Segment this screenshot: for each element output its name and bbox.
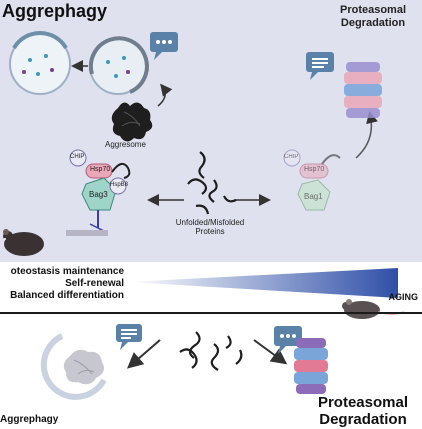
- unfolded-line2: Proteins: [195, 227, 225, 236]
- aging-gradient-wedge: [128, 268, 398, 298]
- unfolded-line1: Unfolded/Misfolded: [175, 218, 245, 227]
- speech-bubble-icon: [150, 32, 178, 60]
- arrow-to-phagophore: [157, 83, 173, 107]
- bottom-arrow-right: [253, 339, 288, 365]
- proteostasis-label: oteostasis maintenance: [10, 266, 124, 277]
- bottom-proteasomal-line: Proteasomal: [317, 394, 409, 411]
- speech-bubble-icon: [306, 52, 334, 80]
- bottom-proteasome-icon: [294, 338, 328, 394]
- proteasomal-degradation-title: Proteasomal Degradation: [330, 4, 416, 30]
- speech-bubble-icon: [116, 324, 142, 350]
- mouse-old-icon: [342, 299, 405, 319]
- chip-label: CHIP: [70, 154, 85, 160]
- misfolded-protein-icon: [187, 151, 237, 215]
- bag1-label: Bag1: [304, 192, 323, 201]
- proteasomal-line: Proteasomal: [339, 4, 407, 16]
- degradation-line: Degradation: [340, 17, 406, 29]
- bag1-complex-icon: [283, 149, 341, 211]
- bottom-proteasomal-label: Proteasomal Degradation: [308, 394, 418, 428]
- differentiation-label: Balanced differentiation: [10, 290, 124, 301]
- hspb8-label: HspB8: [110, 182, 129, 188]
- self-renewal-label: Self-renewal: [65, 278, 124, 289]
- speech-bubble-icon: [274, 326, 302, 354]
- aging-label: AGING: [388, 292, 418, 302]
- bottom-aggrephagy-label: Aggrephagy: [0, 414, 59, 425]
- bottom-phagophore-icon: [40, 333, 107, 400]
- mouse-young-icon: [3, 229, 44, 256]
- unfolded-proteins-label: Unfolded/Misfolded Proteins: [160, 218, 260, 236]
- bag3-label: Bag3: [89, 190, 108, 199]
- autolysosome-icon: [9, 30, 71, 95]
- proteasome-icon: [344, 62, 382, 118]
- bottom-misfolded-protein-icon: [179, 331, 243, 371]
- aggresome-label: Aggresome: [105, 140, 146, 149]
- hsp70-label: Hsp70: [90, 166, 111, 173]
- hsp70-right-label: Hsp70: [304, 166, 325, 173]
- aggrephagy-title: Aggrephagy: [2, 1, 108, 21]
- chip-right-label: CHIP: [284, 154, 299, 160]
- phagophore-icon: [88, 36, 149, 95]
- arrow-to-proteasome: [355, 111, 378, 159]
- bottom-arrow-left: [126, 339, 161, 369]
- section-divider: [0, 312, 422, 314]
- upper-panel-background: [0, 0, 422, 262]
- bottom-degradation-line: Degradation: [319, 411, 407, 428]
- bag3-complex-icon: [66, 149, 131, 236]
- aggresome-icon: [111, 102, 153, 142]
